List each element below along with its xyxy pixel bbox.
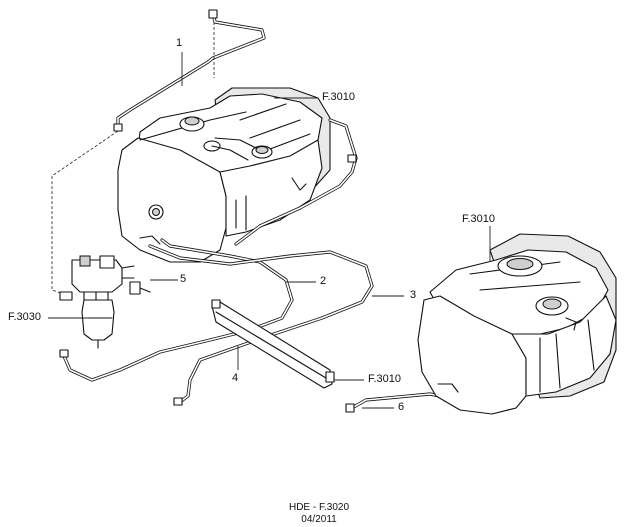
fuel-tank-main [117, 87, 331, 263]
drawing-date: 04/2011 [301, 514, 337, 525]
connection-trace-left [51, 130, 119, 297]
fuel-filter-assembly [59, 255, 135, 349]
fuel-tank-secondary [417, 233, 617, 415]
callout-1: 1 [176, 37, 183, 49]
reference-tank-top: F.3010 [322, 91, 356, 103]
reference-filter: F.3030 [8, 311, 42, 323]
reference-bracket: F.3010 [368, 373, 402, 385]
fuel-line-3 [148, 244, 374, 406]
reference-tank-right: F.3010 [462, 213, 496, 225]
drawing-code: HDE - F.3020 [288, 502, 350, 513]
fuel-line-2 [59, 238, 294, 382]
callout-3: 3 [410, 289, 417, 301]
pipe-clip-5 [129, 281, 151, 295]
mounting-bracket-4 [211, 299, 335, 389]
callout-4: 4 [232, 372, 239, 384]
callout-2: 2 [320, 275, 327, 287]
tank-vent-pipe [234, 118, 358, 246]
callout-6: 6 [398, 401, 405, 413]
callout-5: 5 [180, 273, 187, 285]
